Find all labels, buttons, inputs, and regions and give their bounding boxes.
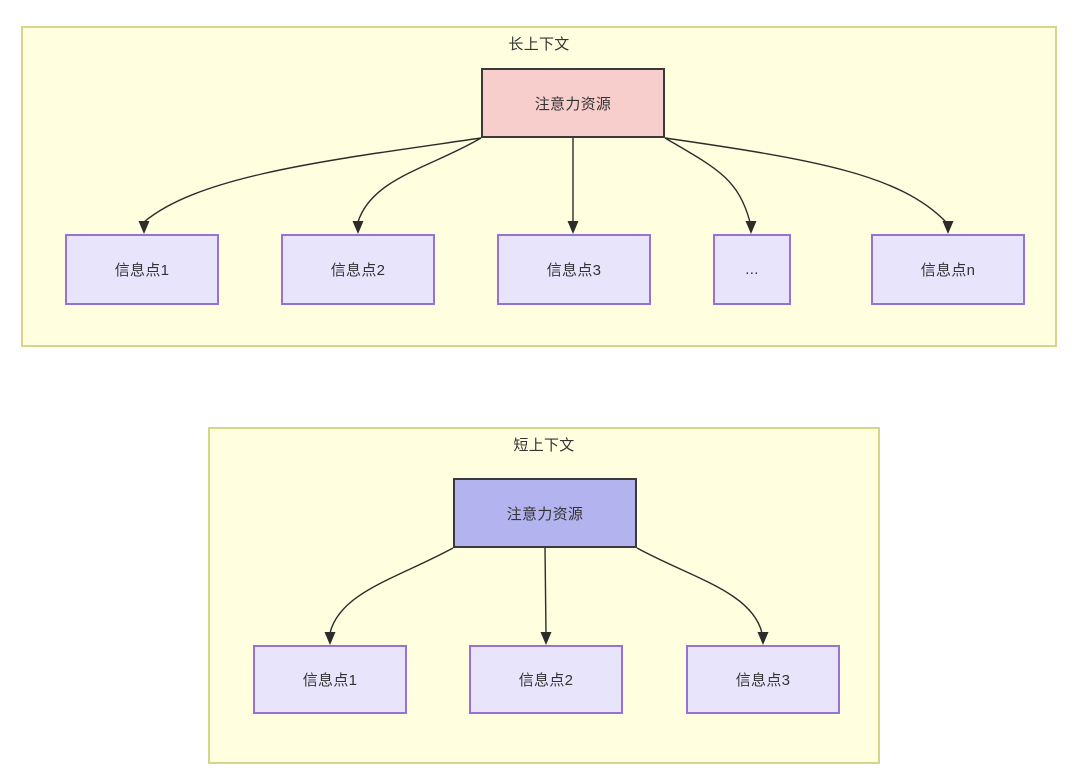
short-context-attention-label: 注意力资源	[506, 505, 584, 523]
short-context-attention-node[interactable]: 注意力资源	[453, 478, 637, 548]
long-context-attention-label: 注意力资源	[534, 95, 612, 113]
short-context-info-label-3: 信息点3	[735, 672, 791, 689]
short-context-info-label-1: 信息点1	[302, 672, 358, 689]
short-context-info-node-2[interactable]: 信息点2	[469, 645, 623, 714]
long-context-title: 长上下文	[508, 36, 570, 53]
short-context-title: 短上下文	[513, 437, 575, 454]
long-context-info-label-ellipsis: ...	[745, 261, 759, 278]
long-context-info-label-2: 信息点2	[330, 262, 386, 279]
long-context-info-node-3[interactable]: 信息点3	[497, 234, 651, 305]
long-context-info-node-2[interactable]: 信息点2	[281, 234, 435, 305]
short-context-info-node-1[interactable]: 信息点1	[253, 645, 407, 714]
long-context-info-node-ellipsis[interactable]: ...	[713, 234, 791, 305]
long-context-info-node-1[interactable]: 信息点1	[65, 234, 219, 305]
long-context-info-label-n: 信息点n	[920, 262, 976, 279]
long-context-info-node-n[interactable]: 信息点n	[871, 234, 1025, 305]
long-context-info-label-3: 信息点3	[546, 262, 602, 279]
long-context-attention-node[interactable]: 注意力资源	[481, 68, 665, 138]
short-context-info-node-3[interactable]: 信息点3	[686, 645, 840, 714]
short-context-info-label-2: 信息点2	[518, 672, 574, 689]
long-context-info-label-1: 信息点1	[114, 262, 170, 279]
